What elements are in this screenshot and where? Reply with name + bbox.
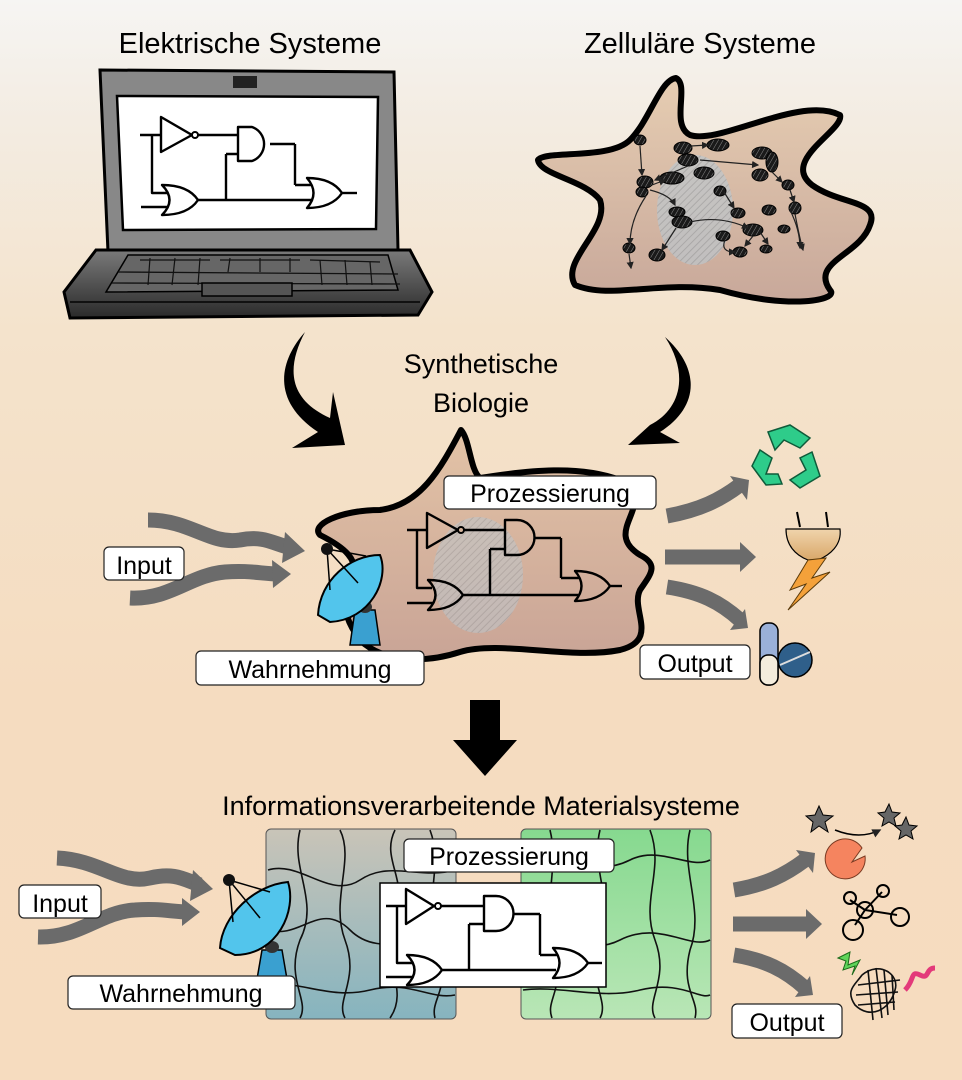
molecule-icon — [842, 884, 910, 941]
satellite-dish-icon — [218, 874, 292, 986]
input-label-box — [18, 884, 102, 919]
trackpad-icon — [201, 282, 293, 297]
input-label-box — [103, 546, 185, 581]
laptop-webcam-icon — [233, 76, 257, 88]
lightning-icon — [787, 557, 831, 611]
synthetic-biology-title-line1: Synthetische — [404, 349, 559, 379]
title-electrical-systems: Elektrische Systeme — [119, 28, 382, 60]
output-label: Output — [657, 650, 732, 678]
star-icon — [893, 815, 919, 841]
protein-network-icon — [622, 134, 805, 270]
pill-capsule-icon — [759, 622, 813, 686]
material-systems-title: Informationsverarbeitende Materialsystem… — [222, 791, 740, 821]
merge-arrow-left-icon — [284, 332, 345, 448]
logic-circuit-icon — [407, 511, 622, 612]
merge-arrow-right-icon — [628, 337, 691, 445]
logic-circuit-icon — [386, 887, 602, 987]
sensing-label-box — [67, 975, 296, 1010]
nucleus-icon — [433, 517, 523, 633]
enzyme-pacman-icon — [804, 802, 919, 880]
fluorescent-protein-icon — [836, 951, 936, 1021]
input-label: Input — [116, 552, 172, 580]
recycle-icon — [751, 424, 821, 489]
laptop-icon — [62, 68, 434, 320]
sensing-label: Wahrnehmung — [228, 656, 391, 684]
logic-circuit-icon — [140, 115, 357, 217]
output-arrows-middle — [665, 476, 756, 630]
cell-icon — [535, 75, 875, 305]
sensing-label: Wahrnehmung — [99, 980, 262, 1008]
output-arrows-bottom — [732, 850, 822, 997]
power-plug-icon — [785, 511, 841, 561]
input-signal-arrows-icon — [37, 850, 203, 945]
output-label-box — [731, 1003, 843, 1039]
sensing-label-box — [195, 650, 425, 686]
processing-label-box — [443, 475, 657, 510]
processing-label: Prozessierung — [429, 843, 589, 871]
satellite-dish-icon — [316, 543, 384, 646]
output-label-box — [639, 644, 751, 680]
star-icon — [876, 802, 902, 828]
processing-label: Prozessierung — [470, 480, 630, 508]
input-label: Input — [32, 890, 88, 918]
star-icon — [804, 804, 835, 834]
synthetic-biology-title-line2: Biologie — [433, 388, 529, 418]
title-cellular-systems: Zelluläre Systeme — [584, 28, 816, 60]
output-label: Output — [749, 1009, 824, 1037]
down-arrow-icon — [453, 700, 517, 776]
processing-label-box — [403, 838, 615, 873]
input-signal-arrows-icon — [129, 512, 294, 606]
